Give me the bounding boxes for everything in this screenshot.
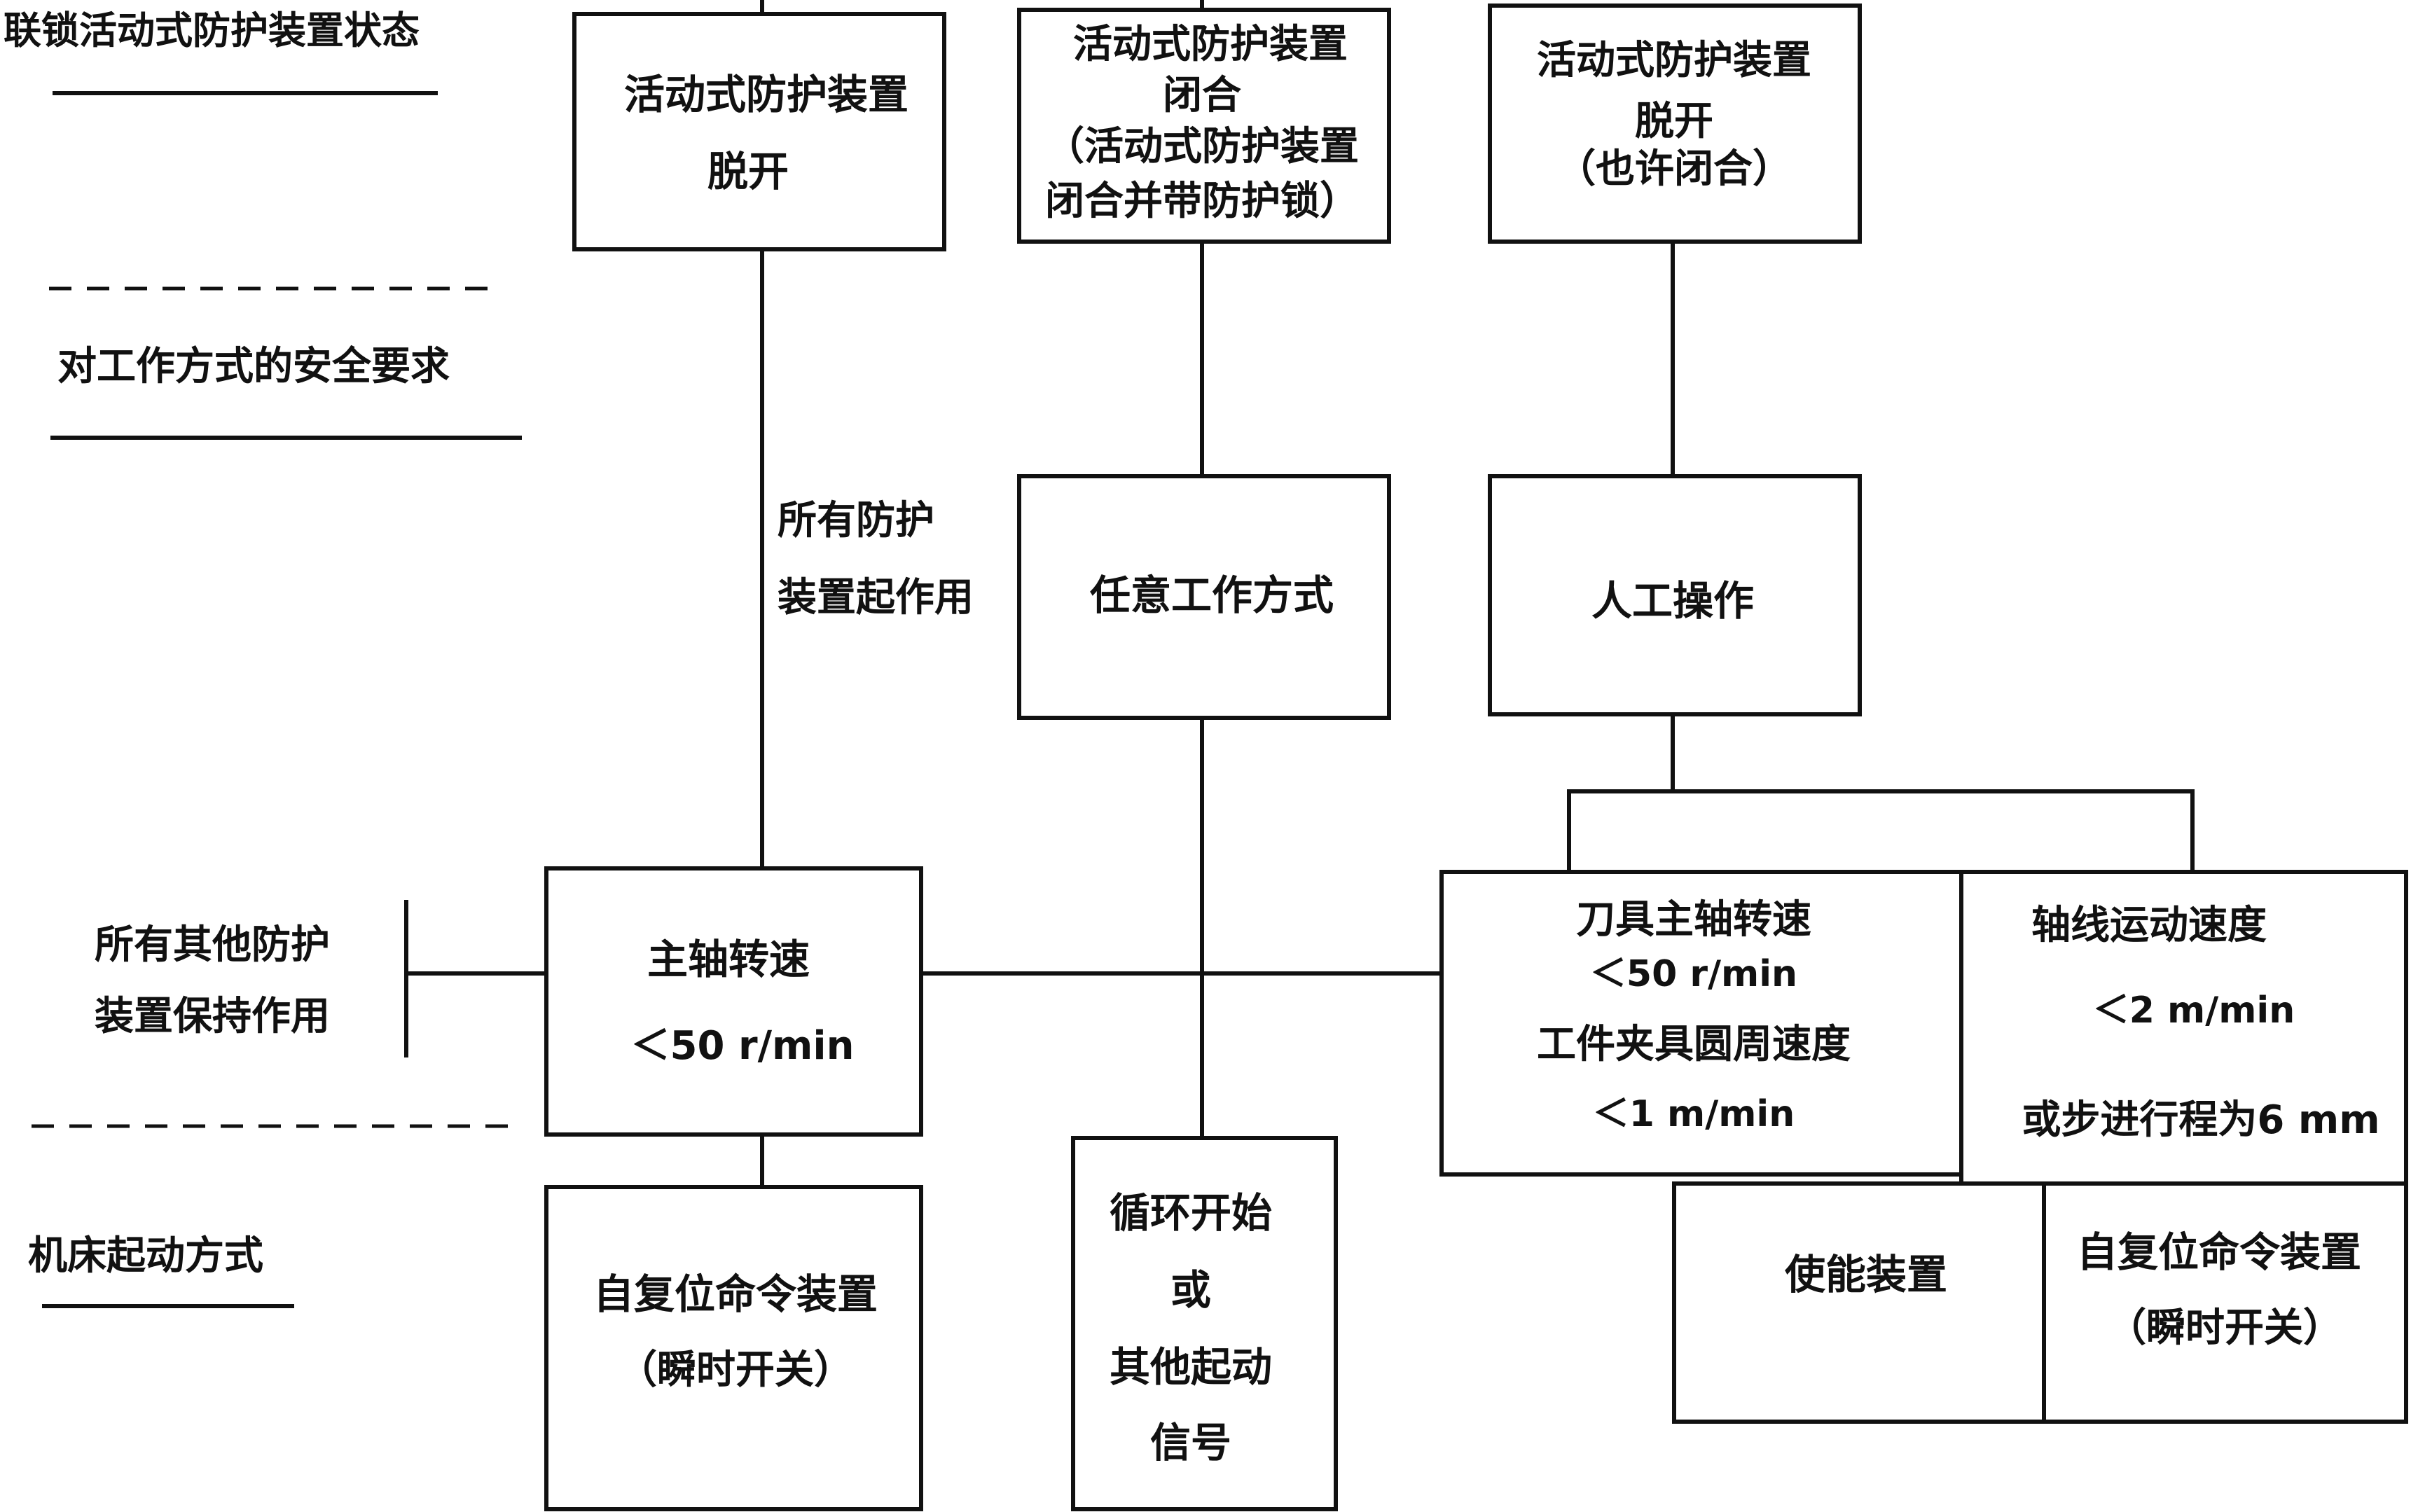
start-hold2-line1: 自复位命令装置 — [2077, 1228, 2361, 1276]
limit-axis-line1: 轴线运动速度 — [2031, 903, 2267, 948]
limit-tool-line2: ＜50 r/min — [1590, 953, 1797, 995]
limit-axis-line2: ＜2 m/min — [2093, 990, 2295, 1032]
state-open-maybe-line1: 活动式防护装置 — [1537, 38, 1811, 83]
state-open-maybe-line3: （也许闭合） — [1556, 146, 1792, 192]
limit-box-spindle: 主轴转速 ＜50 r/min — [544, 866, 923, 1137]
state-open-line2: 脱开 — [707, 148, 789, 195]
state-box-open: 活动式防护装置 脱开 — [572, 12, 946, 251]
start-box-hold-to-run-2: 自复位命令装置 （瞬时开关） — [2042, 1181, 2408, 1424]
state-closed-line3: （活动式防护装置 — [1045, 124, 1359, 169]
state-closed-line4: 闭合并带防护锁） — [1045, 179, 1359, 224]
state-closed-line1: 活动式防护装置 — [1073, 22, 1348, 67]
all-guards-line2: 装置起作用 — [778, 575, 974, 620]
limit-spindle-line2: ＜50 r/min — [631, 1023, 855, 1069]
safety-requirement-label: 对工作方式的安全要求 — [57, 344, 450, 389]
other-guards-label-line2: 装置保持作用 — [95, 994, 330, 1039]
state-open-maybe-line2: 脱开 — [1635, 99, 1713, 144]
limit-tool-line3: 工件夹具圆周速度 — [1537, 1022, 1851, 1067]
mode-box-any: 任意工作方式 — [1017, 474, 1391, 720]
limit-tool-line1: 刀具主轴转速 — [1576, 897, 1811, 943]
mode-box-manual: 人工操作 — [1488, 474, 1862, 716]
connector-manual-branch — [1567, 789, 2195, 872]
start-cycle-line4: 信号 — [1150, 1419, 1231, 1466]
state-label: 联锁活动式防护装置状态 — [4, 8, 420, 53]
state-open-line1: 活动式防护装置 — [624, 71, 909, 118]
limit-box-axis: 轴线运动速度 ＜2 m/min 或步进行程为6 mm — [1959, 870, 2408, 1186]
start-hold-line2: （瞬时开关） — [618, 1347, 853, 1393]
state-box-closed: 活动式防护装置 闭合 （活动式防护装置 闭合并带防护锁） — [1017, 8, 1391, 244]
start-enabling-label: 使能装置 — [1785, 1251, 1947, 1298]
limit-axis-line3: 或步进行程为6 mm — [2022, 1097, 2379, 1143]
state-box-open-maybe: 活动式防护装置 脱开 （也许闭合） — [1488, 4, 1862, 244]
start-cycle-line2: 或 — [1170, 1266, 1211, 1314]
other-guards-label-line1: 所有其他防护 — [95, 922, 330, 968]
start-box-cycle: 循环开始 或 其他起动 信号 — [1071, 1136, 1338, 1511]
start-hold2-line2: （瞬时开关） — [2107, 1305, 2342, 1351]
start-hold-line1: 自复位命令装置 — [593, 1270, 878, 1318]
all-guards-line1: 所有防护 — [778, 498, 934, 543]
start-box-enabling: 使能装置 — [1672, 1181, 2046, 1424]
start-cycle-line3: 其他起动 — [1110, 1343, 1272, 1391]
state-closed-line2: 闭合 — [1163, 73, 1241, 118]
limit-box-tool: 刀具主轴转速 ＜50 r/min 工件夹具圆周速度 ＜1 m/min — [1439, 870, 1963, 1177]
mode-any-label: 任意工作方式 — [1090, 571, 1334, 619]
limit-tool-line4: ＜1 m/min — [1593, 1093, 1795, 1135]
start-cycle-line1: 循环开始 — [1110, 1189, 1272, 1237]
limit-spindle-line1: 主轴转速 — [647, 936, 810, 983]
start-method-label: 机床起动方式 — [28, 1233, 263, 1279]
mode-manual-label: 人工操作 — [1591, 577, 1754, 625]
start-box-hold-to-run: 自复位命令装置 （瞬时开关） — [544, 1185, 923, 1511]
